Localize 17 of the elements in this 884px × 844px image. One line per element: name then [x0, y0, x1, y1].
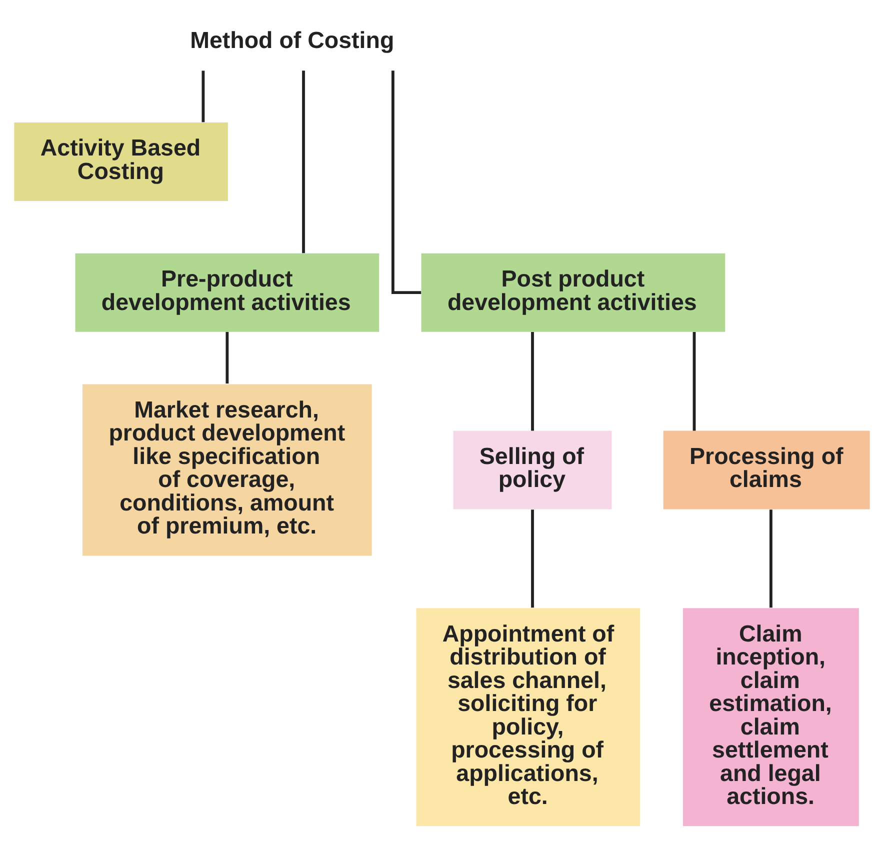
node-box: Claim inception, claim estimation, claim settlement and legal actions. — [682, 608, 859, 826]
node-box: Selling of policy — [453, 430, 612, 510]
node-box: Processing of claims — [663, 430, 870, 510]
node-box: Activity Based Costing — [14, 122, 228, 201]
node-box: Appointment of distribution of sales channel, soliciting for policy, processing of applications, etc. — [416, 608, 640, 826]
connector — [202, 70, 205, 122]
node-box: Pre-product development activities — [75, 253, 380, 332]
connector — [226, 332, 229, 384]
connector — [692, 332, 696, 431]
node-text: Method of Costing — [190, 27, 394, 54]
node-box: Market research, product development like specification of coverage, conditions, amount of premium, etc. — [82, 384, 372, 556]
connector — [391, 70, 422, 294]
connector — [770, 510, 772, 608]
connector — [302, 70, 305, 254]
node-box: Post product development activities — [421, 253, 726, 332]
connector — [531, 332, 534, 431]
connector — [531, 510, 534, 608]
